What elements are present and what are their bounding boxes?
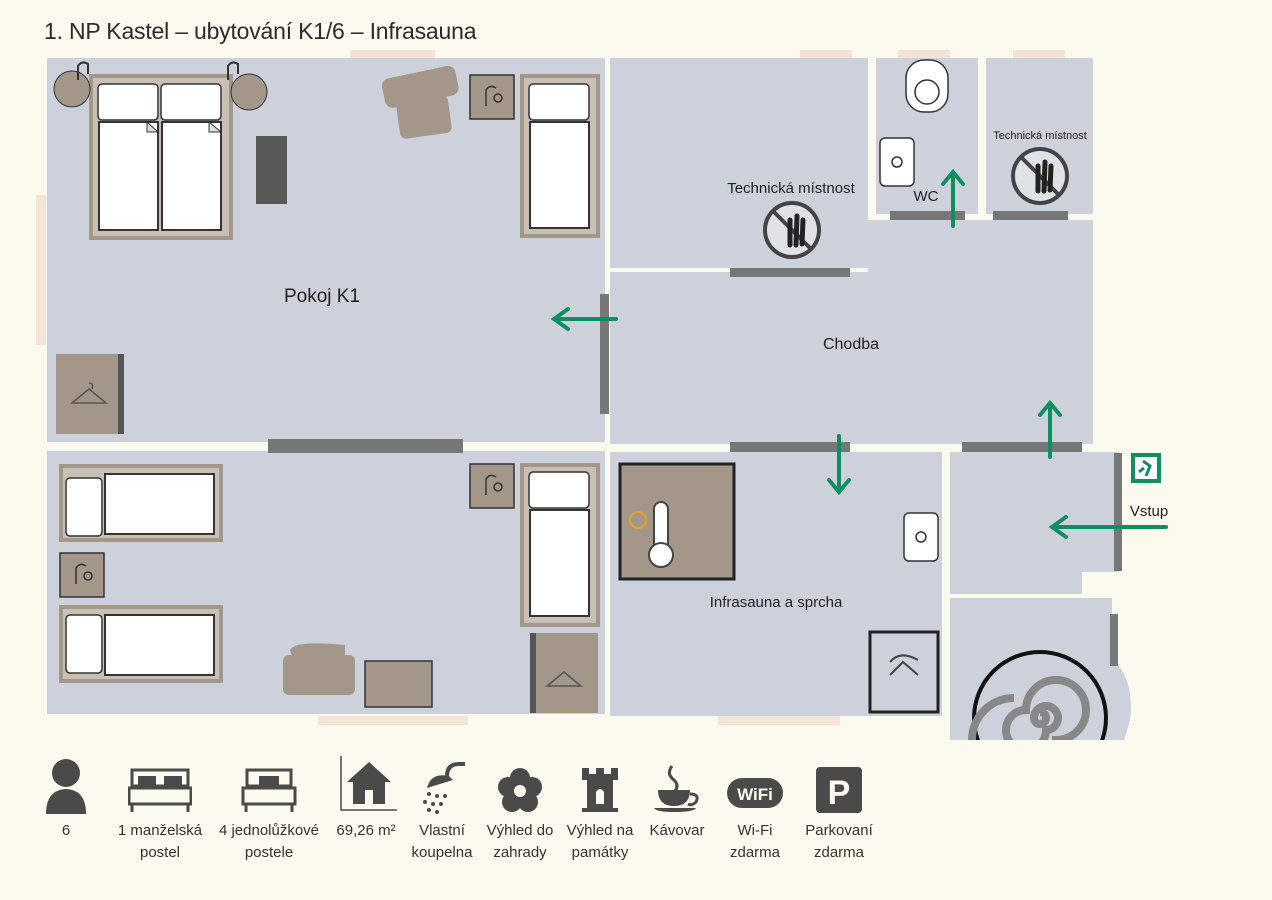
label-pokoj-k1: Pokoj K1 [284, 286, 360, 307]
room-technicka-mistnost [610, 58, 868, 268]
label-wc: WC [914, 188, 939, 205]
upper-bedroom-furniture [53, 61, 600, 434]
amenity-line1: Výhled do [486, 822, 554, 839]
sauna-cabin [618, 462, 736, 581]
amenity-line1: 1 manželská [117, 822, 203, 839]
route-arrows [550, 168, 1168, 539]
spiral-stair-icon [968, 650, 1108, 740]
amenity-line2: zahrady [493, 844, 547, 861]
amenity-parking: P Parkovaní zdarma [796, 750, 882, 864]
amenity-line1: Wi-Fi [737, 822, 773, 839]
exit-sign-icon [1131, 453, 1161, 483]
label-vstup: Vstup [1130, 503, 1168, 520]
double-bed-icon [128, 768, 192, 812]
person-icon [46, 759, 86, 814]
amenity-line1: 6 [61, 822, 71, 839]
amenity-guests: 6 [30, 750, 102, 842]
amenity-line1: Parkovaní [805, 822, 873, 839]
amenity-coffee: Kávovar [640, 750, 714, 842]
sanitary [879, 59, 949, 562]
floor-plan: Pokoj K1 Technická místnost Technická mí… [36, 50, 1168, 740]
amenity-line2: zdarma [729, 844, 781, 861]
amenity-area: 69,26 m² [330, 750, 402, 842]
no-entry-icon [1011, 147, 1069, 205]
amenity-line2: postel [139, 844, 181, 861]
shower-tray [868, 630, 940, 714]
doors [268, 211, 1122, 666]
amenity-line1: 4 jednolůžkové [218, 822, 320, 839]
castle-tower-icon [582, 768, 618, 812]
flower-icon [498, 768, 542, 812]
amenity-wifi: WiFi Wi-Fi zdarma [716, 750, 794, 864]
house-area-icon [340, 756, 397, 811]
amenity-double-bed: 1 manželská postel [110, 750, 210, 864]
amenity-line2: památky [571, 844, 629, 861]
amenity-bathroom: Vlastní koupelna [404, 750, 480, 864]
page-title: 1. NP Kastel – ubytování K1/6 – Infrasau… [44, 18, 477, 44]
label-chodba: Chodba [823, 336, 879, 353]
amenity-garden-view: Výhled do zahrady [480, 750, 560, 864]
single-bed-icon [241, 768, 297, 812]
room-floors [47, 58, 1131, 740]
parking-icon-label: P [828, 774, 851, 812]
amenity-line2: koupelna [411, 844, 473, 861]
amenity-line1: Vlastní [419, 822, 465, 839]
coffee-cup-icon [654, 765, 699, 812]
amenity-line1: Výhled na [566, 822, 634, 839]
amenity-line1: 69,26 m² [336, 822, 396, 839]
lower-bedroom-furniture [59, 463, 600, 713]
amenity-line2: postele [244, 844, 294, 861]
label-technicka-mistnost: Technická místnost [727, 180, 855, 197]
amenity-monument-view: Výhled na památky [562, 750, 638, 864]
parking-icon: P [816, 767, 862, 813]
label-technicka-mistnost-2: Technická místnost [993, 130, 1087, 142]
label-infrasauna: Infrasauna a sprcha [710, 594, 843, 611]
amenity-line1: Kávovar [649, 822, 705, 839]
amenity-single-beds: 4 jednolůžkové postele [214, 750, 324, 864]
wifi-icon: WiFi [727, 778, 783, 808]
no-entry-icon [763, 201, 821, 259]
room-vstup [950, 452, 1120, 594]
amenity-line2: zdarma [813, 844, 865, 861]
wifi-icon-label: WiFi [737, 785, 773, 804]
shower-icon [423, 762, 465, 814]
